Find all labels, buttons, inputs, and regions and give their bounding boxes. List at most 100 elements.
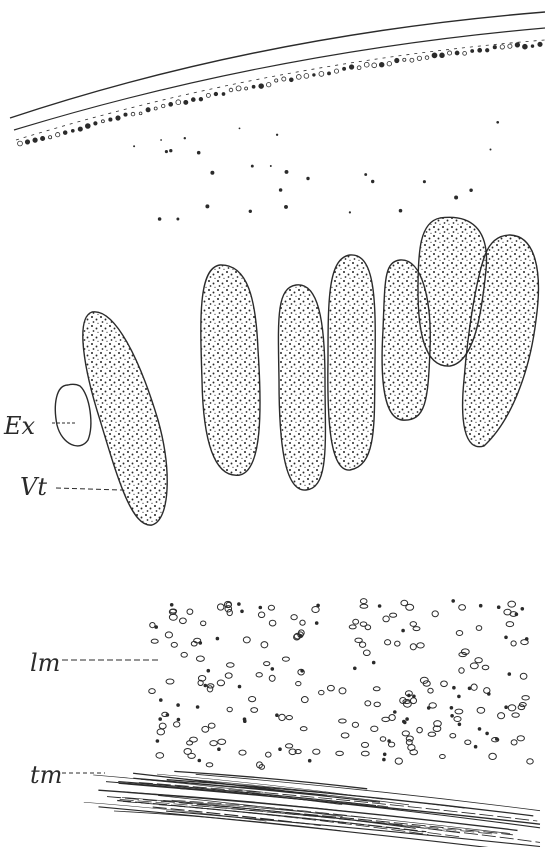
lm-cell — [279, 748, 282, 751]
lm-cell — [216, 637, 219, 640]
nucleus-dot — [276, 134, 278, 136]
lobe-4 — [328, 255, 375, 470]
lm-cell — [465, 740, 471, 745]
lm-cell — [453, 686, 456, 689]
lm-cell — [204, 684, 207, 687]
lm-cell — [394, 711, 397, 714]
surface-cell — [101, 120, 104, 123]
surface-cell — [463, 52, 467, 56]
lm-cell — [527, 759, 533, 764]
surface-cell — [71, 129, 74, 132]
lm-cell — [477, 707, 485, 713]
surface-cell — [471, 50, 474, 53]
surface-cell — [131, 112, 135, 116]
lm-cell — [308, 759, 311, 762]
surface-cell — [531, 45, 534, 48]
lm-cell — [149, 689, 156, 694]
lm-cell — [459, 605, 466, 611]
scattered-nuclei — [133, 121, 499, 221]
lm-cell — [410, 622, 416, 627]
surface-cell — [538, 42, 542, 46]
lm-cell — [156, 753, 164, 759]
lm-cell — [383, 753, 386, 756]
lm-cell — [166, 679, 174, 684]
surface-cell — [448, 51, 452, 55]
lm-cell — [517, 736, 524, 741]
surface-cell — [154, 107, 157, 110]
lm-cell — [225, 673, 232, 678]
lm-cell — [361, 751, 369, 756]
lm-cell — [497, 606, 500, 609]
surface-cell — [214, 92, 218, 96]
lm-cell — [458, 695, 461, 698]
lm-cell — [315, 622, 318, 625]
lm-cell — [395, 641, 400, 646]
lm-cell — [202, 726, 209, 732]
lm-cell — [169, 614, 177, 620]
lm-cell — [455, 709, 463, 714]
lm-cell — [159, 718, 162, 721]
lm-cell — [256, 673, 262, 677]
lobe-2 — [201, 265, 260, 475]
lm-cell — [380, 737, 386, 741]
lm-cell — [378, 605, 381, 608]
surface-cell — [282, 77, 286, 81]
tm-fiber — [159, 805, 462, 837]
lm-cell — [471, 684, 477, 690]
lm-cell — [478, 728, 481, 731]
lm-cell — [268, 605, 274, 610]
surface-cell — [146, 108, 150, 112]
lm-cell — [402, 629, 405, 632]
lm-cell — [470, 663, 478, 669]
lm-cell — [207, 686, 213, 692]
lm-cell — [264, 662, 270, 666]
label-ex: Ex — [4, 414, 35, 438]
lm-cell — [406, 718, 409, 721]
surface-cell — [191, 98, 195, 102]
lm-cell — [266, 752, 272, 757]
surface-cell — [259, 84, 264, 89]
surface-cell — [432, 53, 437, 58]
surface-cell-row — [18, 42, 543, 146]
lm-cell — [227, 663, 235, 668]
lm-cell — [296, 682, 301, 686]
surface-cell — [275, 79, 278, 82]
lm-cell — [218, 739, 226, 744]
lm-cell — [177, 718, 180, 721]
lm-cell — [201, 621, 206, 626]
lm-cell — [479, 604, 482, 607]
lm-cell — [361, 742, 368, 747]
lm-cell — [388, 742, 394, 747]
lm-cell — [300, 620, 305, 625]
lm-cell — [505, 706, 508, 709]
lm-cell — [198, 759, 201, 762]
surface-cell — [139, 112, 142, 115]
lm-cell — [319, 690, 324, 694]
nucleus-dot — [251, 165, 254, 168]
nucleus-dot — [165, 150, 168, 153]
lm-cell — [244, 720, 247, 723]
lm-cell — [156, 740, 159, 743]
lm-cell — [279, 714, 286, 720]
lm-cell — [515, 613, 518, 616]
lm-cell — [159, 723, 166, 729]
lm-cell — [285, 744, 292, 748]
lm-cell — [341, 733, 349, 738]
tm-fiber-layer — [84, 771, 540, 847]
lm-cell — [259, 606, 262, 609]
lm-cell — [179, 618, 186, 624]
nucleus-dot — [454, 196, 458, 200]
lm-cell — [401, 600, 408, 605]
tm-fiber — [174, 771, 367, 788]
lm-cell — [238, 685, 241, 688]
lm-cell — [450, 707, 453, 710]
lm-cell — [238, 603, 241, 606]
surface-cell — [357, 66, 361, 70]
tm-fiber — [195, 806, 540, 843]
surface-cell — [296, 75, 301, 80]
surface-cell — [236, 86, 241, 91]
surface-cell — [33, 138, 37, 142]
lm-cell — [395, 758, 402, 764]
surface-cell — [161, 104, 164, 107]
